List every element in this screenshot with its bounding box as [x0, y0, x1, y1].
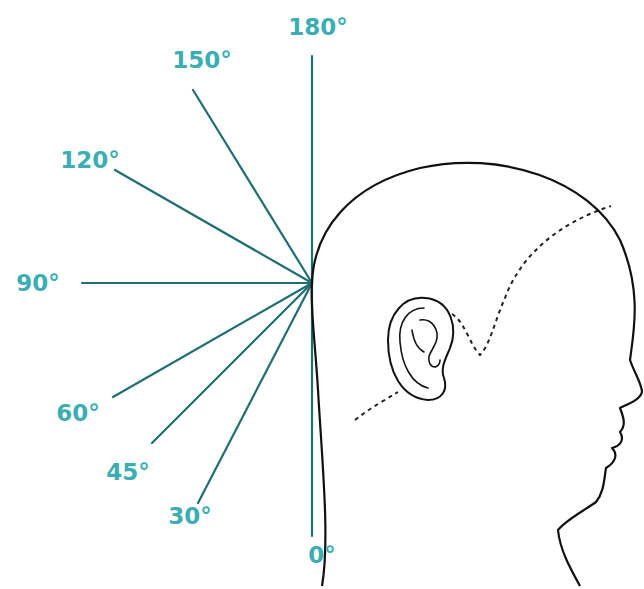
angle-line — [193, 90, 312, 283]
angle-label: 45° — [106, 461, 150, 484]
angle-line — [115, 170, 312, 283]
ear-inner — [400, 308, 440, 388]
angle-label: 150° — [172, 49, 232, 72]
angle-line — [311, 56, 313, 283]
hairline — [355, 206, 611, 420]
angle-label: 60° — [56, 402, 100, 425]
angle-line — [152, 283, 312, 443]
angle-line — [198, 283, 312, 503]
angle-label: 120° — [60, 149, 120, 172]
head-outline — [312, 163, 642, 586]
ear-outer — [388, 298, 453, 400]
angle-line — [82, 282, 312, 284]
angle-label: 0° — [308, 544, 336, 567]
angle-label: 90° — [16, 272, 60, 295]
angle-label: 180° — [288, 16, 348, 39]
angle-lines — [82, 56, 312, 536]
angle-label: 30° — [168, 505, 212, 528]
